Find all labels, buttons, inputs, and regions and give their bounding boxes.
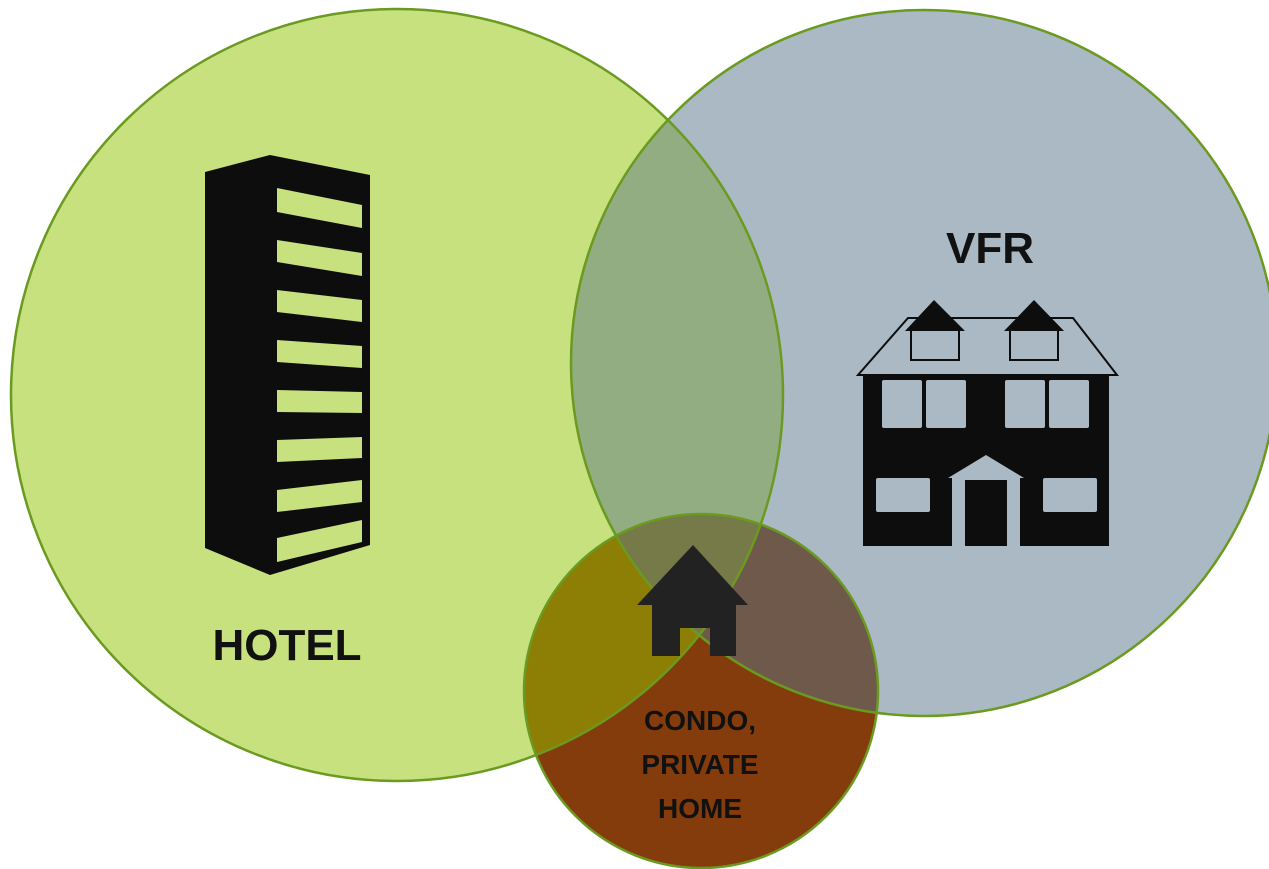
condo-label-line-3: HOME [658, 793, 742, 824]
large-house-icon [855, 300, 1120, 546]
vfr-label: VFR [946, 224, 1034, 273]
office-tower-icon [205, 155, 370, 575]
hotel-circle-outline [9, 7, 785, 783]
condo-label-line-2: PRIVATE [641, 749, 758, 780]
hotel-label: HOTEL [212, 621, 361, 670]
condo-circle-outline [522, 512, 880, 869]
condo-label-line-1: CONDO, [644, 705, 756, 736]
small-house-icon [637, 545, 748, 656]
vfr-circle-outline [569, 8, 1269, 718]
